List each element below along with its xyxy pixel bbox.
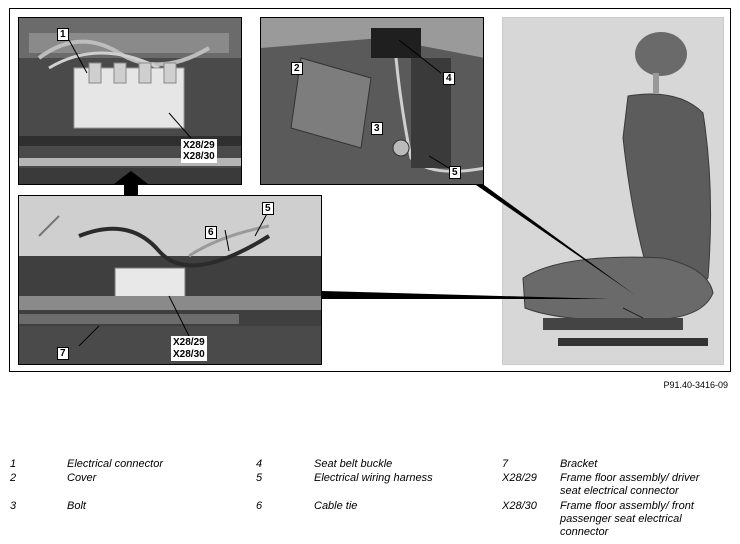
callout-5-bottom: 5 bbox=[262, 202, 274, 215]
connector-label-x28-30: X28/30 bbox=[181, 150, 217, 163]
photo-seat-belt-area: 2 3 4 5 bbox=[260, 17, 484, 185]
callout-7: 7 bbox=[57, 347, 69, 360]
callout-2: 2 bbox=[291, 62, 303, 75]
photo-full-seat bbox=[502, 17, 724, 365]
photo-connector-closeup: 1 X28/29 X28/30 bbox=[18, 17, 242, 185]
connector-label-x28-29: X28/29 bbox=[181, 139, 217, 152]
connector-label-bottom-x28-29: X28/29 bbox=[171, 336, 207, 349]
leader-lines bbox=[322, 185, 635, 299]
photo-frame-floor: 6 5 7 X28/29 X28/30 bbox=[18, 195, 322, 365]
up-arrow-icon bbox=[114, 171, 148, 195]
reference-code: P91.40-3416-09 bbox=[663, 380, 728, 390]
callout-3: 3 bbox=[371, 122, 383, 135]
seat-belt-area-illustration bbox=[261, 18, 483, 184]
full-seat-illustration bbox=[503, 18, 723, 364]
callout-4: 4 bbox=[443, 72, 455, 85]
connector-closeup-illustration bbox=[19, 18, 241, 184]
frame-floor-illustration bbox=[19, 196, 321, 364]
callout-1: 1 bbox=[57, 28, 69, 41]
callout-5-top: 5 bbox=[449, 166, 461, 179]
connector-label-bottom-x28-30: X28/30 bbox=[171, 348, 207, 361]
diagram-frame: 1 X28/29 X28/30 2 3 4 5 bbox=[9, 8, 731, 372]
callout-6: 6 bbox=[205, 226, 217, 239]
